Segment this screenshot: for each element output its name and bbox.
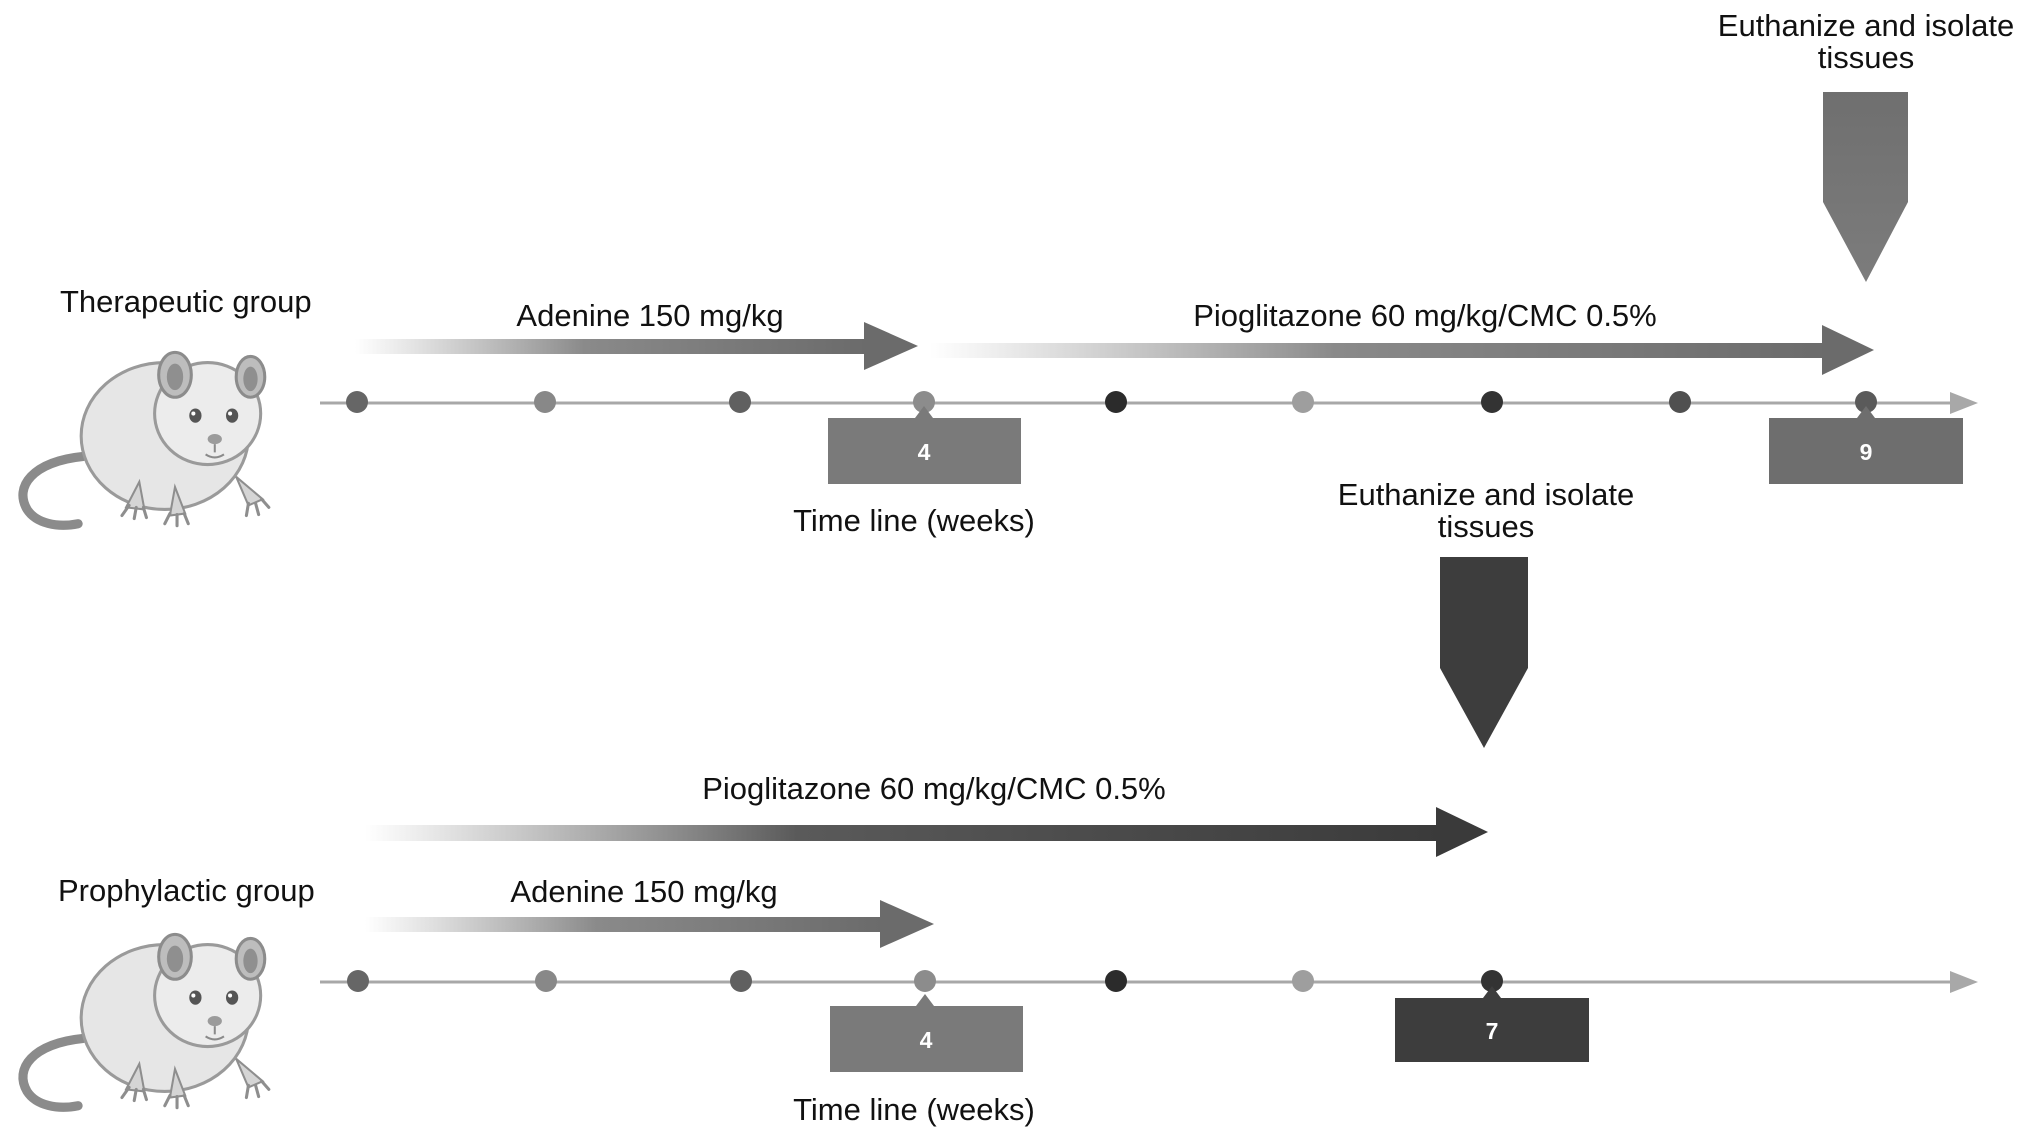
therapeutic-pioglitazone-arrow — [930, 325, 1874, 375]
prophylactic-pioglitazone-label: Pioglitazone 60 mg/kg/CMC 0.5% — [702, 771, 1166, 806]
therapeutic-week-box-9-label: 9 — [1860, 439, 1873, 465]
prophylactic-group-label: Prophylactic group — [58, 873, 315, 908]
prophylactic-group: Euthanize and isolate tissues Pioglitazo… — [23, 477, 1978, 1127]
therapeutic-week-dot — [1669, 391, 1691, 413]
therapeutic-group: Therapeutic group Adenine 150 mg/kg Piog… — [23, 8, 2014, 538]
therapeutic-pioglitazone-label: Pioglitazone 60 mg/kg/CMC 0.5% — [1193, 298, 1657, 333]
prophylactic-timeline-axis — [320, 971, 1978, 993]
therapeutic-week-box-4: 4 — [828, 406, 1021, 484]
therapeutic-week-dot — [729, 391, 751, 413]
therapeutic-week-box-4-label: 4 — [918, 439, 931, 465]
prophylactic-timeline-label: Time line (weeks) — [793, 1092, 1035, 1127]
therapeutic-endpoint-marker — [1823, 92, 1908, 282]
prophylactic-endpoint-label-line1: Euthanize and isolate — [1338, 477, 1634, 512]
therapeutic-group-label: Therapeutic group — [60, 284, 312, 319]
therapeutic-week-dot — [534, 391, 556, 413]
prophylactic-week-dot — [1481, 970, 1503, 992]
therapeutic-adenine-arrow — [355, 322, 918, 370]
therapeutic-week-dot — [346, 391, 368, 413]
therapeutic-adenine-label: Adenine 150 mg/kg — [516, 298, 783, 333]
therapeutic-week-dot — [913, 391, 935, 413]
therapeutic-timeline-label: Time line (weeks) — [793, 503, 1035, 538]
therapeutic-week-dot — [1855, 391, 1877, 413]
prophylactic-week-dot — [914, 970, 936, 992]
prophylactic-week-dot — [535, 970, 557, 992]
prophylactic-week-box-7-label: 7 — [1486, 1018, 1499, 1044]
therapeutic-week-dot — [1105, 391, 1127, 413]
prophylactic-week-box-4: 4 — [830, 994, 1023, 1072]
prophylactic-week-dot — [730, 970, 752, 992]
prophylactic-week-box-4-label: 4 — [920, 1027, 933, 1053]
prophylactic-endpoint-label-line2: tissues — [1438, 509, 1534, 544]
prophylactic-adenine-arrow — [365, 900, 934, 948]
therapeutic-week-dot — [1292, 391, 1314, 413]
therapeutic-week-box-9: 9 — [1769, 406, 1963, 484]
rat-icon — [23, 934, 269, 1107]
prophylactic-week-dot — [1105, 970, 1127, 992]
prophylactic-week-dot — [347, 970, 369, 992]
prophylactic-week-dot — [1292, 970, 1314, 992]
therapeutic-timeline-axis — [320, 392, 1978, 414]
therapeutic-week-dot — [1481, 391, 1503, 413]
prophylactic-week-box-7: 7 — [1395, 986, 1589, 1062]
prophylactic-endpoint-marker — [1440, 557, 1528, 748]
therapeutic-endpoint-label-line2: tissues — [1818, 40, 1914, 75]
rat-icon — [23, 352, 269, 525]
prophylactic-adenine-label: Adenine 150 mg/kg — [510, 874, 777, 909]
prophylactic-pioglitazone-arrow — [365, 807, 1488, 857]
therapeutic-endpoint-label-line1: Euthanize and isolate — [1718, 8, 2014, 43]
